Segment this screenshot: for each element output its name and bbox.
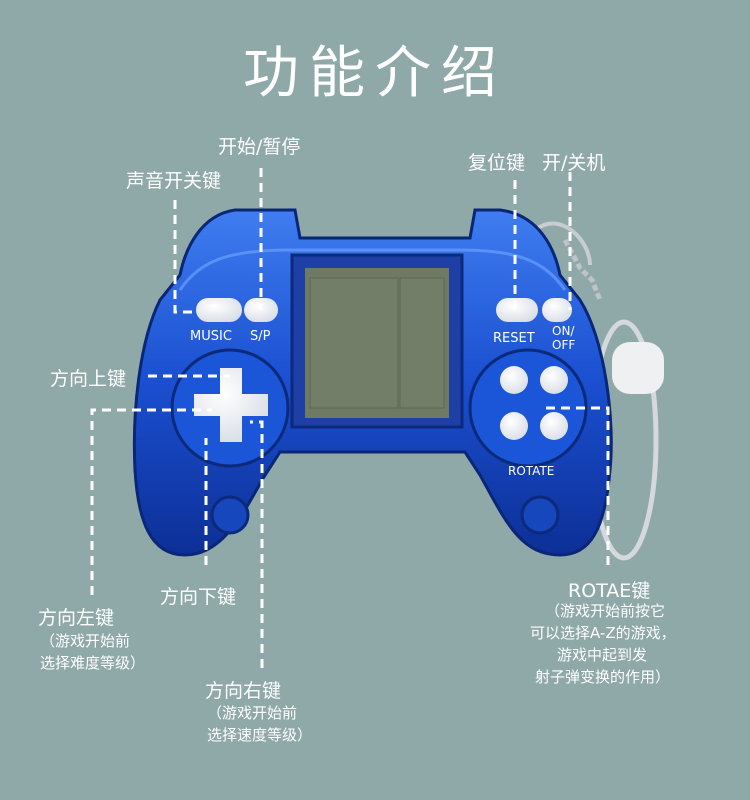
action-button[interactable]: [500, 366, 528, 394]
leader-lines: [90, 168, 610, 668]
device-off-text: OFF: [552, 338, 575, 352]
label-up: 方向上键: [50, 368, 127, 390]
label-right: 方向右键: [205, 680, 282, 702]
label-rotate-desc-1: （游戏开始前按它: [545, 602, 666, 620]
lcd-screen: [290, 253, 464, 429]
device-on-text: ON/: [552, 324, 575, 338]
label-start-pause: 开始/暂停: [218, 136, 301, 158]
action-button[interactable]: [540, 412, 568, 440]
device-music-text: MUSIC: [190, 329, 232, 344]
label-left: 方向左键: [38, 607, 115, 629]
label-left-desc-1: （游戏开始前: [40, 632, 131, 650]
label-down: 方向下键: [160, 586, 237, 608]
device-reset-text: RESET: [493, 331, 535, 346]
label-rotate-desc-4: 射子弹变换的作用）: [535, 668, 671, 686]
leader-rotate: [540, 406, 610, 565]
music-button[interactable]: [196, 298, 242, 322]
label-left-desc-2: 选择难度等级）: [40, 654, 146, 672]
label-rotate-desc-2: 可以选择A-Z的游戏，: [530, 624, 676, 642]
device-sp-text: S/P: [250, 329, 271, 344]
label-reset: 复位键: [468, 152, 526, 174]
power-button[interactable]: [542, 298, 572, 322]
label-power: 开/关机: [542, 152, 606, 174]
action-button[interactable]: [540, 366, 568, 394]
keyring: [533, 221, 664, 561]
leader-left: [90, 408, 212, 595]
reset-button[interactable]: [496, 298, 538, 322]
device-rotate-text: ROTATE: [508, 464, 554, 478]
dpad[interactable]: [194, 368, 268, 442]
label-rotate-desc-3: 游戏中起到发: [557, 646, 648, 664]
leader-right: [250, 420, 264, 668]
action-button[interactable]: [500, 412, 528, 440]
label-sound-switch: 声音开关键: [126, 170, 222, 192]
label-rotate: ROTAE键: [568, 580, 651, 602]
left-buttons: [170, 298, 290, 535]
label-right-desc-1: （游戏开始前: [207, 704, 298, 722]
page-title: 功能介绍: [243, 41, 507, 106]
right-buttons: [468, 298, 588, 535]
label-right-desc-2: 选择速度等级）: [207, 726, 313, 744]
leader-sound: [173, 200, 198, 314]
